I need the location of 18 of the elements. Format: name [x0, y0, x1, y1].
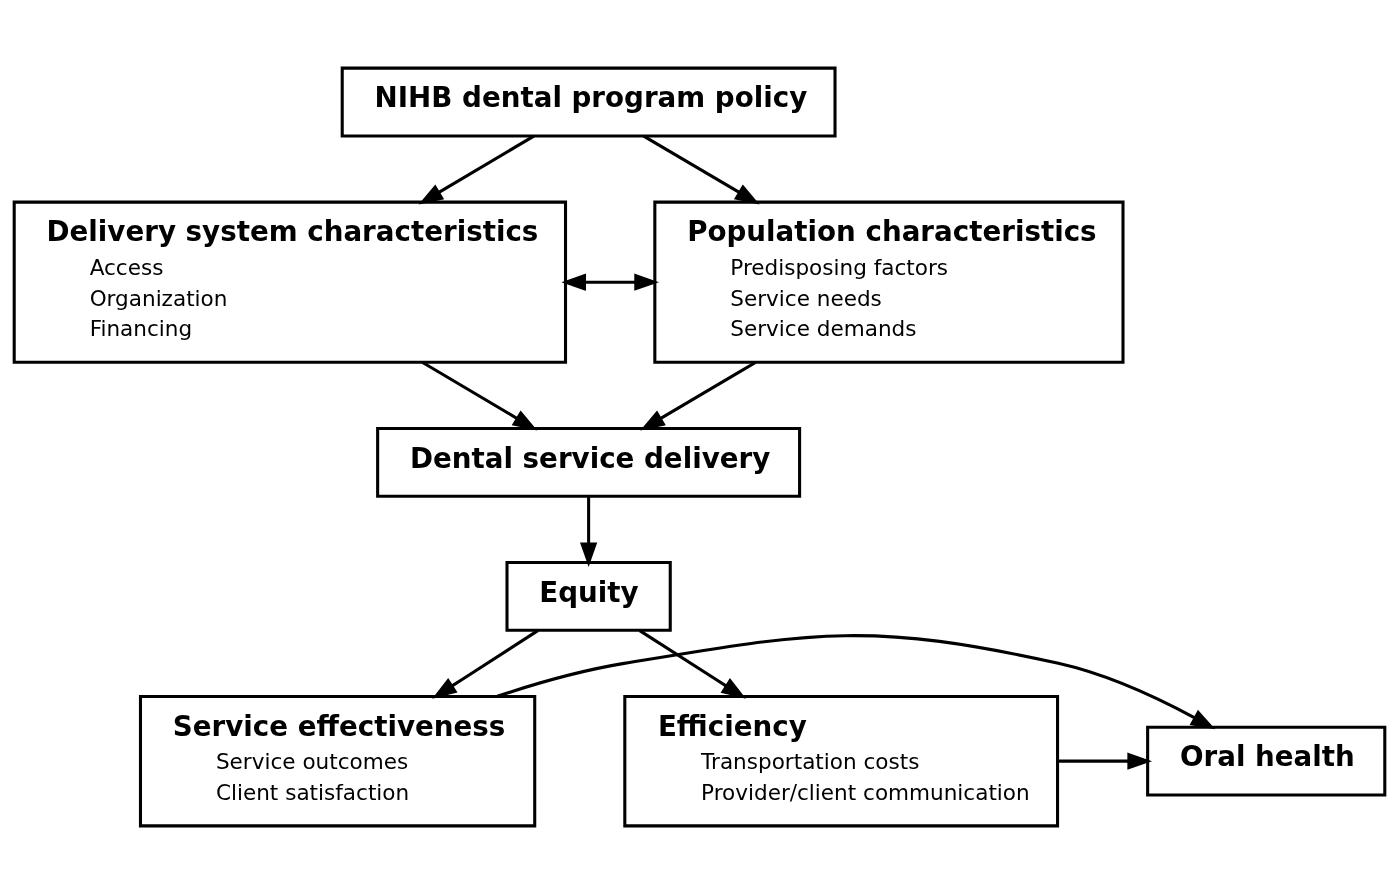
- node-box: Dental service delivery: [376, 426, 802, 498]
- node-box: Population characteristics Predisposing factors Service needs Service demands: [653, 200, 1125, 364]
- node-box: NIHB dental program policy: [340, 66, 837, 138]
- node-box: Efficiency Transportation costs Provider/client communication: [623, 694, 1060, 828]
- arrow: [421, 361, 538, 431]
- arrow: [579, 496, 598, 568]
- node-box: Equity: [505, 560, 672, 632]
- arrow: [1057, 752, 1153, 770]
- node-box: Oral health: [1146, 725, 1387, 797]
- arrow: [642, 134, 760, 205]
- arrow: [638, 629, 747, 699]
- arrow: [432, 629, 539, 699]
- node-box: Service effectiveness Service outcomes Client satisfaction: [138, 694, 537, 828]
- arrow: [640, 361, 757, 431]
- arrow: [418, 134, 535, 205]
- node-box: Delivery system characteristics Access Organization Financing: [12, 200, 568, 364]
- arrow: [496, 634, 1216, 730]
- arrow: [561, 273, 659, 291]
